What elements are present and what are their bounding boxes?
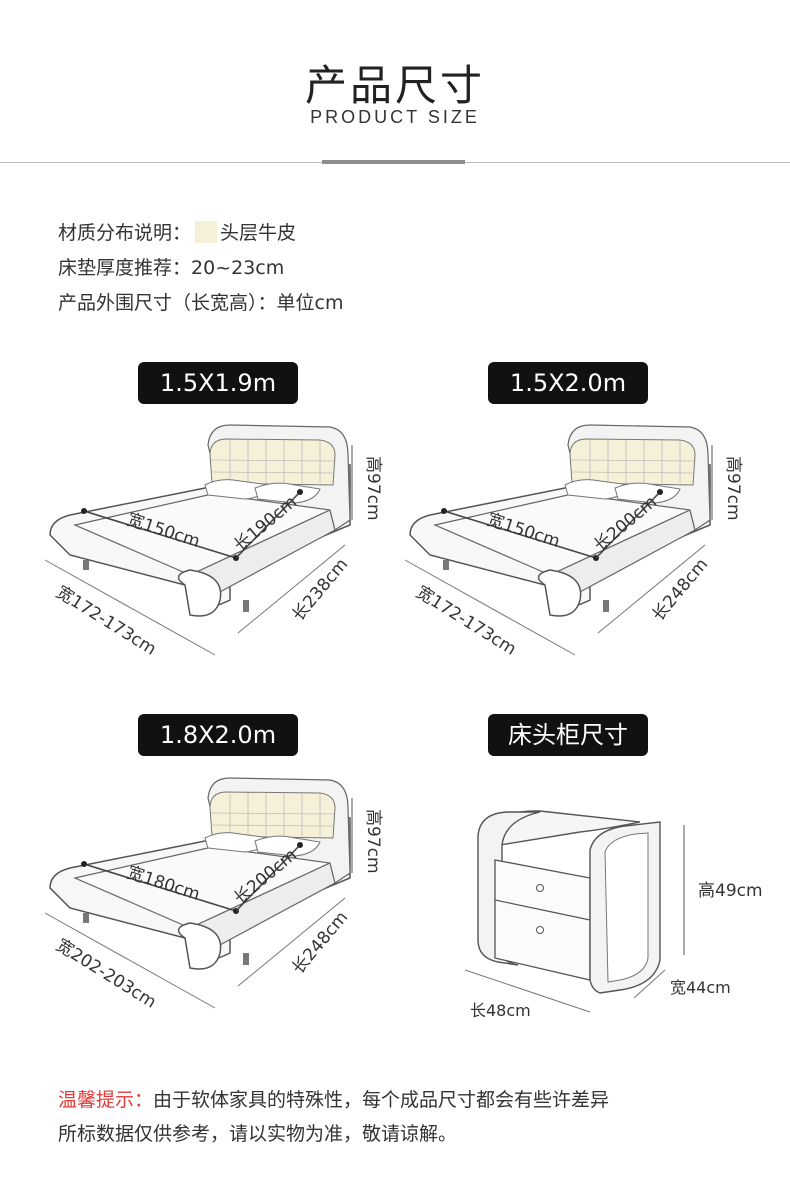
spec-size: 产品外围尺寸（长宽高）：单位cm (58, 288, 343, 323)
bed-3-label: 1.8X2.0m床 (138, 714, 298, 791)
bed-3-outer-width-line (44, 912, 216, 1009)
notice-highlight: 温馨提示： (58, 1089, 154, 1111)
bed-2-length-line (595, 491, 661, 559)
bed-3-outer-length-line (237, 897, 346, 987)
material-swatch (195, 221, 218, 243)
bed-1-width-line (83, 510, 237, 559)
bed-3-height: 高97cm (363, 809, 383, 874)
page-title: 产品尺寸 (304, 61, 485, 110)
nightstand-length: 长48cm (470, 1001, 531, 1020)
spec-mattress: 床垫厚度推荐：20~23cm (58, 253, 343, 288)
page-header: 产品尺寸 PRODUCT SIZE (0, 0, 790, 170)
notice: 温馨提示：由于软体家具的特殊性，每个成品尺寸都会有些许差异 所标数据仅供参考，请… (58, 1083, 609, 1151)
notice-line-1: 温馨提示：由于软体家具的特殊性，每个成品尺寸都会有些许差异 (58, 1083, 609, 1117)
nightstand-depth: 宽44cm (670, 978, 731, 997)
bed-3-width-line (83, 863, 237, 912)
spec-mattress-value: 20~23cm (191, 257, 285, 279)
nightstand-depth-line (633, 969, 666, 999)
spec-material: 材质分布说明： 头层牛皮 (58, 218, 343, 253)
bed-1-outer-width-line (44, 559, 216, 656)
bed-1-height: 高97cm (363, 456, 383, 521)
bed-3-length-line (235, 844, 301, 912)
spec-size-label: 产品外围尺寸（长宽高）： (58, 292, 277, 314)
bed-2-width-line (443, 510, 597, 559)
bed-1-outer-length-line (237, 544, 346, 634)
spec-material-label: 材质分布说明： (58, 222, 192, 244)
notice-text-1: 由于软体家具的特殊性，每个成品尺寸都会有些许差异 (153, 1089, 610, 1111)
bed-1-label: 1.5X1.9m床 (138, 362, 298, 439)
page-subtitle: PRODUCT SIZE (310, 107, 480, 127)
bed-2-outer-width-line (404, 559, 576, 656)
nightstand-label: 床头柜尺寸 (488, 714, 648, 756)
nightstand-height: 高49cm (698, 881, 763, 901)
notice-text-2: 所标数据仅供参考，请以实物为准，敬请谅解。 (58, 1123, 458, 1145)
nightstand-length-line (464, 969, 591, 1013)
bed-2-label: 1.5X2.0m床 (488, 362, 648, 439)
spec-mattress-label: 床垫厚度推荐： (58, 257, 192, 279)
bed-2-outer-length-line (597, 544, 706, 634)
header-accent-bar (322, 160, 465, 164)
spec-material-value: 头层牛皮 (220, 222, 297, 244)
spec-size-unit: 单位cm (276, 292, 344, 314)
bed-2-height: 高97cm (723, 456, 743, 521)
bed-1-length-line (235, 491, 301, 559)
spec-list: 材质分布说明： 头层牛皮 床垫厚度推荐：20~23cm 产品外围尺寸（长宽高）：单… (58, 218, 343, 323)
